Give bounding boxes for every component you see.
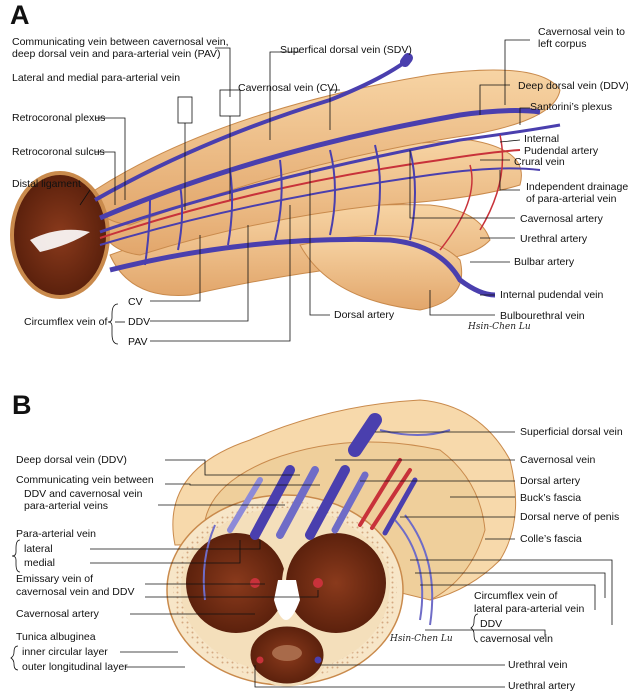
label-circumflex-of: Circumflex vein of (24, 316, 108, 328)
cavernosal-vein (99, 123, 561, 234)
label-ddv: Deep dorsal vein (DDV) (518, 80, 628, 92)
label-superficial-dorsal-vein: Superficial dorsal vein (520, 426, 623, 438)
label-urethral-vein: Urethral vein (508, 659, 568, 671)
label-communicating-b-2: DDV and cavernosal vein (24, 488, 143, 500)
label-circ-cav-b: cavernosal vein (480, 633, 553, 645)
bulb (299, 234, 463, 311)
panel-a-drawing (10, 39, 561, 345)
left-corpus-cavernosum (182, 529, 290, 637)
label-sdv: Superfical dorsal vein (SDV) (280, 44, 412, 56)
label-distal-ligament: Distal ligament (12, 178, 81, 190)
panel-b-drawing (10, 399, 613, 688)
label-communicating-vein-2: deep dorsal vein and para-arterial vein … (12, 48, 221, 60)
label-lateral: lateral (24, 543, 53, 555)
label-bulbourethral-vein: Bulbourethral vein (500, 310, 585, 322)
label-circ-cv: CV (128, 296, 143, 308)
label-communicating-vein: Communicating vein between cavernosal ve… (12, 36, 229, 48)
label-urethral-artery: Urethral artery (520, 233, 588, 245)
label-dorsal-artery: Dorsal artery (334, 309, 395, 321)
label-cv: Cavernosal vein (CV) (238, 82, 338, 94)
panel-b-letter: B (12, 390, 32, 420)
label-internal-pudendal-artery: Internal (524, 133, 560, 145)
deep-dorsal-vein (99, 108, 541, 221)
label-crural-vein: Crural vein (514, 156, 565, 168)
panel-a-letter: A (10, 0, 30, 30)
label-urethral-artery: Urethral artery (508, 680, 576, 692)
right-corpus-cavernosum (282, 529, 390, 637)
label-emissary: Emissary vein of (16, 573, 94, 585)
label-cavernosal-artery-b: Cavernosal artery (16, 608, 99, 620)
signature-a: Hsin-Chen Lu (468, 322, 531, 332)
label-tunica: Tunica albuginea (16, 631, 96, 643)
label-dorsal-artery-b: Dorsal artery (520, 475, 581, 487)
label-circumflex-b-2: lateral para-arterial vein (474, 603, 585, 615)
label-circ-ddv: DDV (128, 316, 151, 328)
label-independent-drainage: Independent drainage (526, 181, 628, 193)
label-deep-dorsal-vein: Deep dorsal vein (DDV) (16, 454, 127, 466)
superficial-dorsal-vein (94, 60, 407, 202)
label-colles-fascia: Colle’s fascia (520, 533, 582, 545)
label-retrocoronal-sulcus: Retrocoronal sulcus (12, 146, 105, 158)
label-circ-ddv-b: DDV (480, 618, 503, 630)
label-circ-pav: PAV (128, 336, 148, 348)
label-bulbar-artery: Bulbar artery (514, 256, 575, 268)
label-internal-pudendal-artery-2: Pudendal artery (524, 145, 599, 157)
label-cavernosal-vein: Cavernosal vein (520, 454, 596, 466)
label-retrocoronal-plexus: Retrocoronal plexus (12, 112, 106, 124)
label-communicating-b: Communicating vein between (16, 474, 154, 486)
label-lateral-medial-pav: Lateral and medial para-arterial vein (12, 72, 181, 84)
dorsal-artery (99, 149, 521, 239)
label-para-arterial-veins: para-arterial veins (24, 500, 109, 512)
bulbourethral-vein (109, 236, 496, 298)
label-bucks-fascia: Buck’s fascia (520, 492, 582, 504)
label-outer-longitudinal: outer longitudinal layer (22, 661, 128, 673)
label-cav-left-corpus: Cavernosal vein to (538, 26, 625, 38)
label-emissary-2: cavernosal vein and DDV (16, 586, 135, 598)
label-circumflex-b: Circumflex vein of (474, 590, 558, 602)
signature-b: Hsin-Chen Lu (390, 634, 453, 644)
label-inner-circular: inner circular layer (22, 646, 108, 658)
label-dorsal-nerve: Dorsal nerve of penis (520, 511, 620, 523)
label-cavernosal-artery: Cavernosal artery (520, 213, 603, 225)
label-para-arterial-vein: Para-arterial vein (16, 528, 96, 540)
label-internal-pudendal-vein: Internal pudendal vein (500, 289, 604, 301)
label-cav-left-corpus-2: left corpus (538, 38, 587, 50)
label-santorini: Santorini’s plexus (530, 101, 613, 113)
label-medial: medial (24, 557, 55, 569)
label-independent-drainage-2: of para-arterial vein (526, 193, 617, 205)
